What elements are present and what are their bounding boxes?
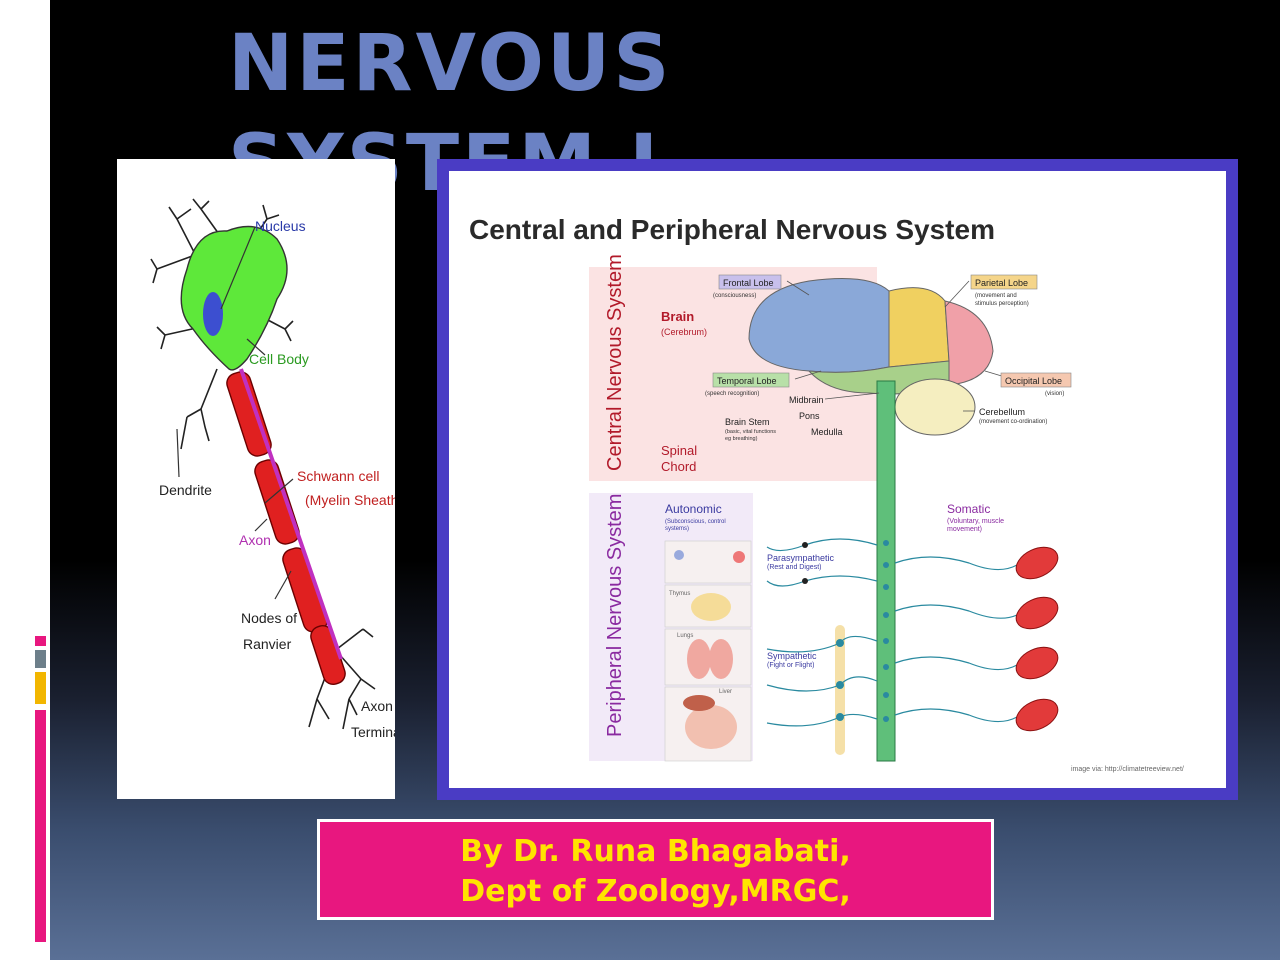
brainstem-desc-2: eg breathing) xyxy=(725,436,758,442)
spinal-label-2: Chord xyxy=(661,459,696,474)
cerebellum-desc: (movement co-ordination) xyxy=(979,419,1047,425)
nervous-system-figure: Central and Peripheral Nervous System Ce… xyxy=(437,159,1238,800)
pns-side-label: Peripheral Nervous System xyxy=(604,494,626,737)
nodes-label-1: Nodes of xyxy=(241,610,297,626)
figure-heading: Central and Peripheral Nervous System xyxy=(469,214,995,245)
brainstem-desc-1: (basic, vital functions xyxy=(725,429,776,435)
cell-body-label: Cell Body xyxy=(249,351,309,367)
pons-label: Pons xyxy=(799,411,820,421)
parietal-lobe-desc-2: stimulus perception) xyxy=(975,301,1029,307)
autonomic-desc-2: systems) xyxy=(665,526,689,532)
image-credit: image via: http://climatetreeview.net/ xyxy=(1071,766,1184,773)
muscle-bundles xyxy=(1015,546,1059,732)
brain-illustration xyxy=(748,278,994,762)
nodes-label-2: Ranvier xyxy=(243,636,292,652)
author-credit-line-2: Dept of Zoology,MRGC, xyxy=(460,874,851,909)
parasympathetic-desc: (Rest and Digest) xyxy=(767,564,821,571)
slide-decoration-bars xyxy=(30,72,50,146)
cerebrum-label: (Cerebrum) xyxy=(661,327,707,337)
somatic-label: Somatic xyxy=(947,502,990,516)
spinal-cord xyxy=(876,380,896,762)
sympathetic-chain xyxy=(835,625,845,755)
parietal-lobe-label: Parietal Lobe xyxy=(975,278,1028,288)
dendrite-label: Dendrite xyxy=(159,482,212,498)
midbrain-label: Midbrain xyxy=(789,395,824,405)
sympathetic-label: Sympathetic xyxy=(767,651,817,661)
nerve-lines xyxy=(766,538,1018,727)
organ-column xyxy=(664,540,752,762)
spinal-label-1: Spinal xyxy=(661,443,697,458)
axon-label: Axon xyxy=(239,532,271,548)
author-credit-box: By Dr. Runa Bhagabati, Dept of Zoology,M… xyxy=(317,819,994,920)
thymus-label: Thymus xyxy=(669,591,690,597)
neuron-diagram: Nucleus Cell Body Dendrite Schwann cell … xyxy=(117,159,411,799)
schwann-cell-label: Schwann cell xyxy=(297,468,380,484)
autonomic-label: Autonomic xyxy=(665,502,722,516)
brain-label: Brain xyxy=(661,309,694,324)
frontal-lobe-label: Frontal Lobe xyxy=(723,278,774,288)
somatic-desc-2: movement) xyxy=(947,526,982,533)
axon-terminals-label-1: Axon xyxy=(361,698,393,714)
medulla-label: Medulla xyxy=(811,427,843,437)
cns-side-label: Central Nervous System xyxy=(604,254,626,471)
temporal-lobe-label: Temporal Lobe xyxy=(717,376,777,386)
occipital-lobe-label: Occipital Lobe xyxy=(1005,376,1062,386)
axon-terminals-label-2: Terminals xyxy=(351,724,395,740)
liver-label: Liver xyxy=(719,689,732,695)
cerebellum-label: Cerebellum xyxy=(979,407,1025,417)
occipital-lobe-desc: (vision) xyxy=(1045,391,1064,397)
sympathetic-desc: (Fight or Flight) xyxy=(767,662,814,669)
lungs-label: Lungs xyxy=(677,633,693,639)
frontal-lobe-desc: (consciousness) xyxy=(713,293,756,299)
somatic-desc-1: (Voluntary, muscle xyxy=(947,518,1004,525)
parasympathetic-label: Parasympathetic xyxy=(767,553,835,563)
author-credit-line-1: By Dr. Runa Bhagabati, xyxy=(460,834,851,869)
temporal-lobe-desc: (speech recognition) xyxy=(705,391,759,397)
nucleus-label: Nucleus xyxy=(255,218,306,234)
parietal-lobe-desc-1: (movement and xyxy=(975,293,1017,299)
brainstem-label: Brain Stem xyxy=(725,417,770,427)
myelin-sheath-label: (Myelin Sheath) xyxy=(305,492,395,508)
autonomic-desc-1: (Subconscious, control xyxy=(665,519,726,525)
